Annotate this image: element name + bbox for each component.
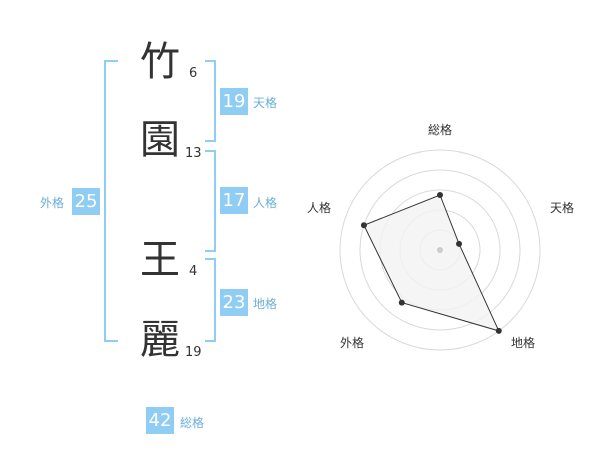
radar-axis-label-jinkaku: 人格 <box>307 201 332 215</box>
jinkaku-label: 人格 <box>253 196 278 210</box>
radar-point-4 <box>398 299 405 306</box>
tenkaku-score: 19 <box>220 88 248 115</box>
radar-center-dot <box>437 247 443 253</box>
stroke-count-4: 19 <box>185 345 202 360</box>
radar-grid-ring <box>359 169 521 331</box>
radar-axis-label-soukaku: 総格 <box>428 123 453 137</box>
gaikaku-score: 25 <box>72 188 100 215</box>
name-char-1: 竹 <box>140 39 180 85</box>
radar-axis-label-tenkaku: 天格 <box>550 201 575 215</box>
radar-point-2 <box>456 240 463 247</box>
fortune-radar-chart <box>339 149 541 351</box>
radar-point-5 <box>360 222 367 229</box>
chikaku-label: 地格 <box>253 297 278 311</box>
name-char-2: 園 <box>140 117 180 163</box>
stroke-count-2: 13 <box>185 146 202 161</box>
name-char-4: 麗 <box>140 317 180 363</box>
radar-axis-label-chikaku: 地格 <box>511 336 536 350</box>
radar-data-polygon <box>363 194 500 332</box>
soukaku-label: 総格 <box>180 416 205 430</box>
jinkaku-bracket <box>205 150 216 252</box>
tenkaku-label: 天格 <box>253 96 278 110</box>
chikaku-bracket <box>205 258 216 342</box>
chikaku-score: 23 <box>220 289 248 316</box>
jinkaku-score: 17 <box>220 187 248 214</box>
tenkaku-bracket <box>205 60 216 142</box>
gaikaku-bracket <box>104 60 118 342</box>
soukaku-score: 42 <box>146 407 174 434</box>
radar-axis-label-gaikaku: 外格 <box>340 336 365 350</box>
stroke-count-3: 4 <box>189 264 198 279</box>
radar-point-3 <box>495 327 502 334</box>
radar-point-1 <box>437 192 443 198</box>
gaikaku-label: 外格 <box>40 196 65 210</box>
name-char-3: 王 <box>140 237 180 283</box>
stroke-count-1: 6 <box>189 66 198 81</box>
radar-grid-ring <box>339 149 541 351</box>
